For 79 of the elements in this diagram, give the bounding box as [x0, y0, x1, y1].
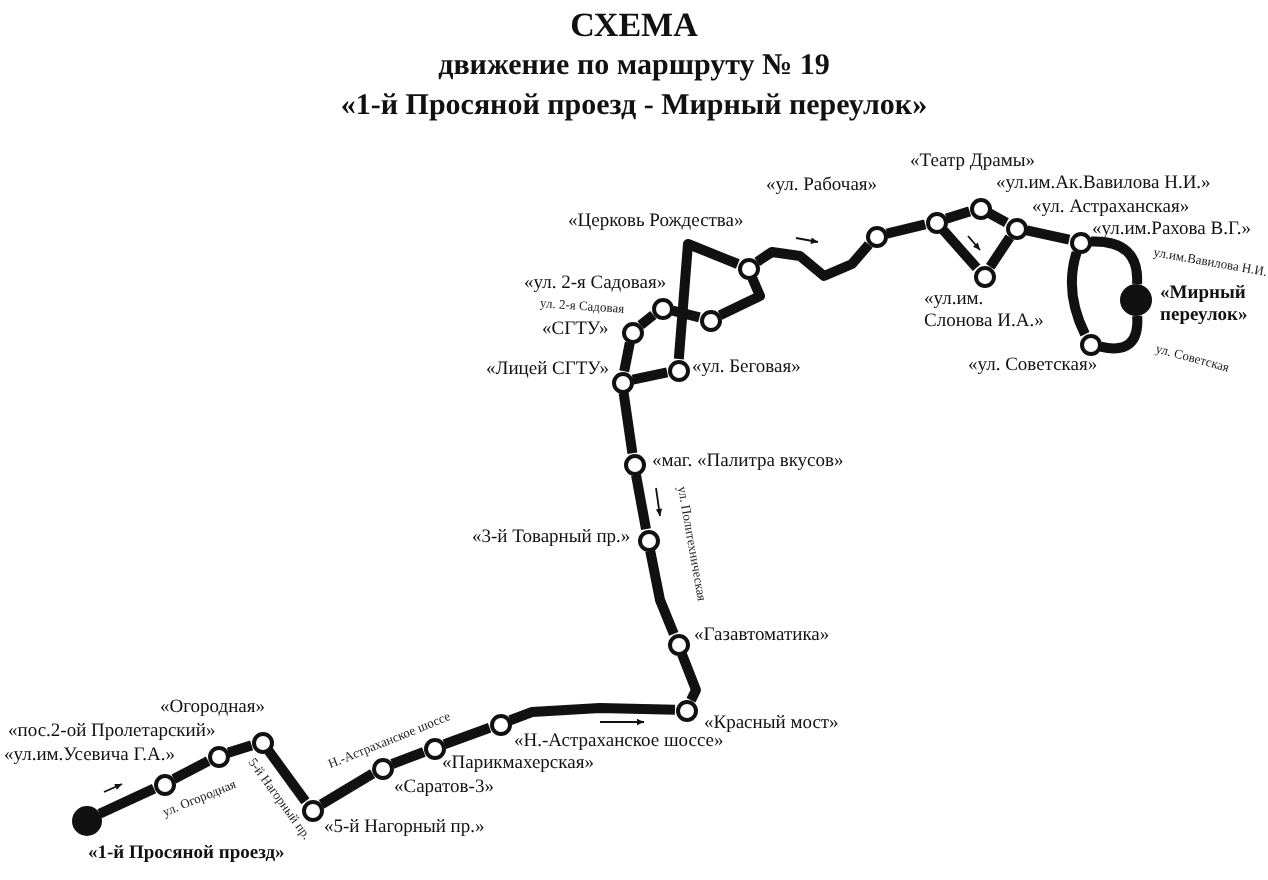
terminus-dot — [71, 805, 101, 835]
stop-circle — [637, 529, 659, 551]
stop-name: «Саратов-3» — [394, 778, 494, 800]
stop-name: «ул. Рабочая» — [766, 176, 878, 198]
stop-circle — [667, 359, 689, 381]
stop-circle — [667, 633, 689, 655]
stop-circle — [675, 699, 697, 721]
stop-circle — [1005, 217, 1027, 239]
stop-circle — [423, 737, 445, 759]
route-line — [264, 747, 310, 805]
route-line — [1066, 251, 1090, 337]
stop-circle — [301, 799, 323, 821]
stop-circle — [699, 309, 721, 331]
route-line — [637, 310, 657, 330]
route-line — [171, 756, 211, 784]
route-line — [318, 769, 376, 809]
stop-circle — [153, 773, 175, 795]
stop-name: «Красный мост» — [704, 714, 839, 736]
stop-name: «3-й Товарный пр.» — [472, 528, 631, 550]
stop-name: «ул. Астраханская» — [1032, 198, 1190, 220]
route-line — [677, 652, 701, 703]
stop-circle — [611, 371, 633, 393]
stop-name: «1-й Просяной проезд» — [88, 844, 285, 866]
stop-circle — [973, 265, 995, 287]
route-line — [1099, 315, 1143, 354]
route-line — [671, 305, 701, 323]
stop-name: «Парикмахерская» — [442, 754, 594, 776]
route-line — [508, 703, 676, 725]
stop-name: «5-й Нагорный пр.» — [324, 818, 485, 840]
stop-circle — [651, 297, 673, 319]
stop-name: «ул. 2-я Садовая» — [524, 274, 667, 296]
stop-name: «Церковь Рождества» — [568, 212, 744, 234]
route-line — [442, 723, 492, 749]
stop-circle — [1079, 333, 1101, 355]
route-title: СХЕМА движение по маршруту № 19 «1-й Просяной проезд - Мирный переулок» — [340, 6, 928, 126]
route-line — [226, 740, 254, 758]
terminus-dot — [1120, 284, 1152, 316]
stop-name: «ул.им.Усевича Г.А.» — [4, 746, 176, 768]
route-line — [939, 226, 981, 272]
stop-name: «ул.им.Ак.Вавилова Н.И.» — [996, 174, 1211, 196]
stop-name: «Газавтоматика» — [694, 626, 830, 648]
route-line — [97, 784, 157, 819]
stop-name: «Лицей СГТУ» — [486, 360, 610, 382]
stop-circle — [865, 225, 887, 247]
route-line — [986, 234, 1014, 270]
route-line — [631, 473, 651, 531]
stop-name: «ул. Беговая» — [692, 358, 801, 380]
route-line — [1090, 236, 1143, 285]
stop-name: «ул.им.Рахова В.Г.» — [1092, 220, 1252, 242]
stop-name: «СГТУ» — [542, 320, 609, 342]
stop-name: «Огородная» — [160, 698, 266, 720]
stop-name: «Мирный переулок» — [1160, 284, 1250, 328]
route-line — [885, 219, 927, 239]
route-line — [631, 367, 669, 385]
stop-circle — [1069, 231, 1091, 253]
stop-circle — [489, 713, 511, 735]
route-line — [987, 209, 1009, 227]
stop-name: «пос.2-ой Пролетарский» — [8, 722, 216, 744]
route-line — [619, 341, 635, 373]
stop-name: «ул. Советская» — [968, 356, 1098, 378]
route-line — [754, 241, 873, 281]
stop-circle — [251, 731, 273, 753]
route-line — [645, 549, 679, 636]
stop-name: «ул.им. Слонова И.А.» — [924, 290, 1044, 334]
stop-name: «маг. «Палитра вкусов» — [652, 452, 844, 474]
stop-name: «Н.-Астраханское шоссе» — [514, 732, 724, 754]
stop-circle — [925, 211, 947, 233]
stop-circle — [969, 197, 991, 219]
route-line — [717, 276, 765, 320]
route-line — [944, 206, 972, 224]
stop-circle — [623, 453, 645, 475]
stop-circle — [737, 257, 759, 279]
route-line — [618, 392, 638, 454]
stop-circle — [207, 745, 229, 767]
route-line — [673, 239, 740, 360]
route-line — [1025, 225, 1071, 245]
route-line — [390, 747, 426, 769]
stop-circle — [621, 321, 643, 343]
stop-name: «Театр Драмы» — [910, 152, 1035, 174]
